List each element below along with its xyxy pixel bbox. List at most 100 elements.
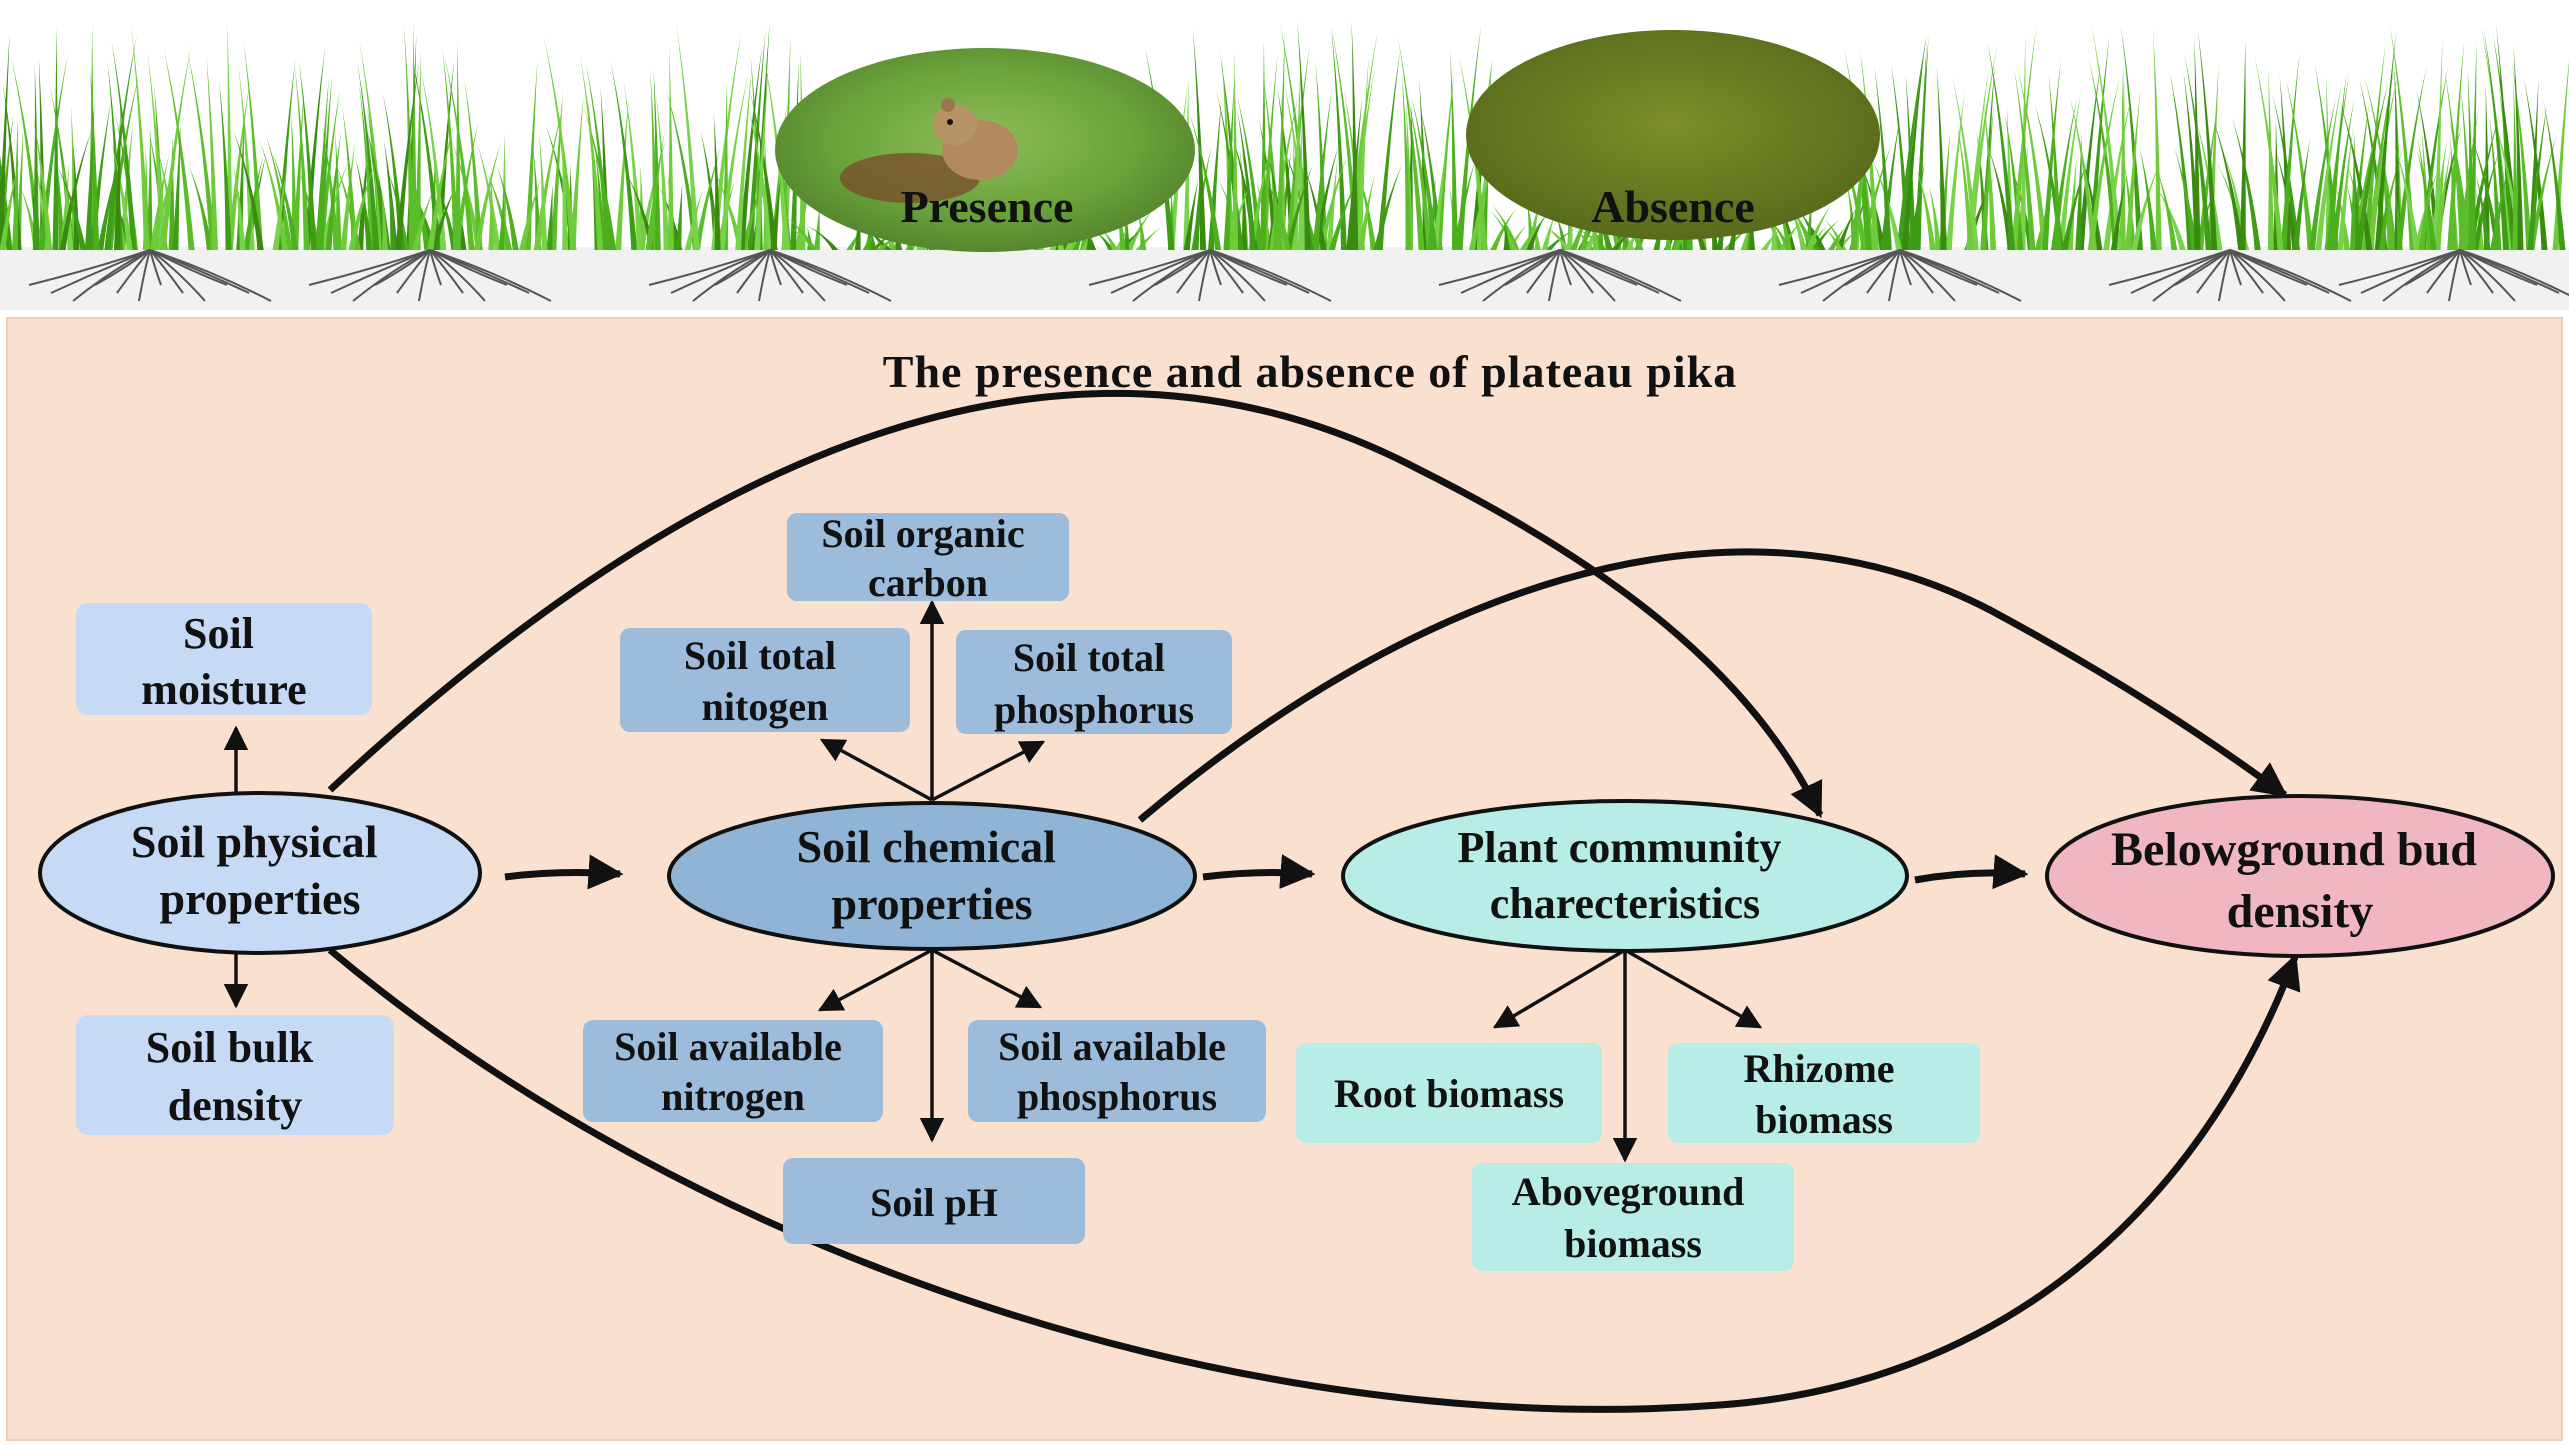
grass-blade	[238, 65, 255, 251]
root-strand	[2174, 249, 2231, 286]
grass-blade	[1585, 195, 1614, 250]
grass-blade	[420, 67, 447, 251]
grass-blade	[2139, 147, 2157, 250]
root-strand	[2229, 249, 2286, 302]
grass-blade	[595, 148, 606, 250]
grass-blade	[104, 35, 137, 250]
grass-blade	[2315, 81, 2343, 250]
grass-blade	[1929, 185, 1942, 250]
grass-blade	[2088, 57, 2119, 250]
grass-blade	[2125, 88, 2141, 250]
grass-blade	[676, 22, 700, 250]
root-strand	[2229, 249, 2264, 294]
grass-blade	[2489, 114, 2502, 250]
root-strand	[429, 249, 464, 294]
grass-blade	[1952, 77, 1979, 250]
grass-blade	[749, 90, 778, 251]
grass-blade	[518, 177, 542, 250]
root-strand	[2459, 249, 2494, 294]
grass-blade	[163, 47, 195, 251]
root-strand	[1778, 249, 1901, 286]
plant-community-line2: charecteristics	[1490, 879, 1760, 928]
grass-blade	[2197, 29, 2218, 250]
root-strand	[1899, 249, 1956, 302]
grass-blade	[2495, 22, 2514, 250]
node-soil-total-nitrogen: Soil total nitogen	[620, 628, 910, 732]
grass-blade	[149, 153, 170, 250]
root-strand	[2108, 249, 2231, 286]
grass-blade	[1297, 20, 1311, 250]
grass-blade	[382, 93, 405, 251]
grass-blade	[2048, 72, 2062, 250]
grass-blade	[2057, 90, 2082, 250]
grass-blade	[1541, 214, 1555, 250]
arrow-to-total-nitrogen	[819, 738, 933, 802]
root-strand	[418, 249, 431, 302]
grass-blade	[1232, 51, 1239, 250]
root-strand	[1559, 249, 1572, 286]
grass-blade	[358, 81, 376, 250]
grass-blade	[1262, 171, 1292, 250]
root-strand	[1460, 249, 1561, 294]
grass-blade	[113, 102, 121, 250]
grass-blade	[718, 72, 749, 250]
grass-blade	[2395, 64, 2428, 250]
grass-blade	[33, 62, 40, 250]
grass-blade	[790, 59, 799, 250]
grass-blade	[713, 112, 721, 250]
total-phosphorus-line1: Soil total	[1013, 635, 1165, 680]
grass-blade	[871, 229, 898, 250]
plant-community-line1: Plant community	[1458, 823, 1782, 872]
root-strand	[2459, 249, 2516, 302]
grass-blade	[2152, 27, 2162, 250]
root-strand	[670, 249, 771, 294]
root-strand	[50, 249, 151, 294]
grass-blade	[498, 183, 505, 250]
svg-text:Soil chemical properties: Soil chemical properties	[797, 821, 1068, 929]
grass-blade	[569, 94, 584, 251]
root-strand	[1899, 249, 1934, 294]
grass-blade	[2090, 22, 2122, 250]
node-rhizome-biomass: Rhizome biomass	[1668, 1043, 1980, 1143]
absence-photo: Absence	[1466, 30, 1880, 240]
root-strand	[330, 249, 431, 294]
grass-blade	[2285, 79, 2314, 250]
grass-blade	[357, 62, 380, 250]
grass-blade	[0, 32, 10, 250]
grass-blade	[340, 139, 356, 250]
grass-blade	[1980, 105, 1994, 251]
grass-blade	[1285, 164, 1313, 250]
node-soil-chemical: Soil chemical properties	[667, 801, 1197, 951]
grass-blade	[1450, 49, 1458, 251]
grass-blade	[496, 164, 519, 250]
root-strand	[1482, 249, 1561, 302]
grass-blade	[2528, 133, 2558, 250]
grass-blade	[1357, 174, 1375, 250]
root-strand	[1548, 249, 1561, 302]
grass-blade	[395, 58, 420, 250]
aboveground-biomass-line1: Aboveground	[1512, 1169, 1745, 1214]
grass-blade	[188, 165, 213, 250]
root-strand	[352, 249, 431, 302]
grass-blade	[735, 65, 753, 251]
arrow-chemical-to-bud	[1137, 548, 2288, 823]
root-strand	[1866, 249, 1901, 294]
root-strand	[1526, 249, 1561, 294]
grass-blade	[450, 138, 482, 250]
grass-blade	[294, 66, 310, 250]
root-strand	[1132, 249, 1211, 302]
grass-blade	[2355, 80, 2389, 250]
node-soil-bulk-density: Soil bulk density	[76, 1015, 394, 1135]
grass-blade	[1835, 207, 1857, 250]
arrow-to-available-nitrogen	[817, 948, 933, 1012]
grass-blade	[325, 130, 342, 250]
grass-blade	[119, 119, 134, 251]
grass-blade	[1328, 177, 1359, 250]
available-phosphorus-line2: phosphorus	[1017, 1074, 1217, 1119]
grass-blade	[1525, 213, 1547, 250]
root-strand	[429, 249, 486, 302]
svg-text:Soil total phosphorus: Soil total phosphorus	[994, 635, 1194, 732]
diagram-title: The presence and absence of plateau pika	[883, 346, 1737, 397]
node-bud-density: Belowground bud density	[2045, 794, 2555, 958]
total-nitrogen-line2: nitogen	[702, 684, 829, 729]
